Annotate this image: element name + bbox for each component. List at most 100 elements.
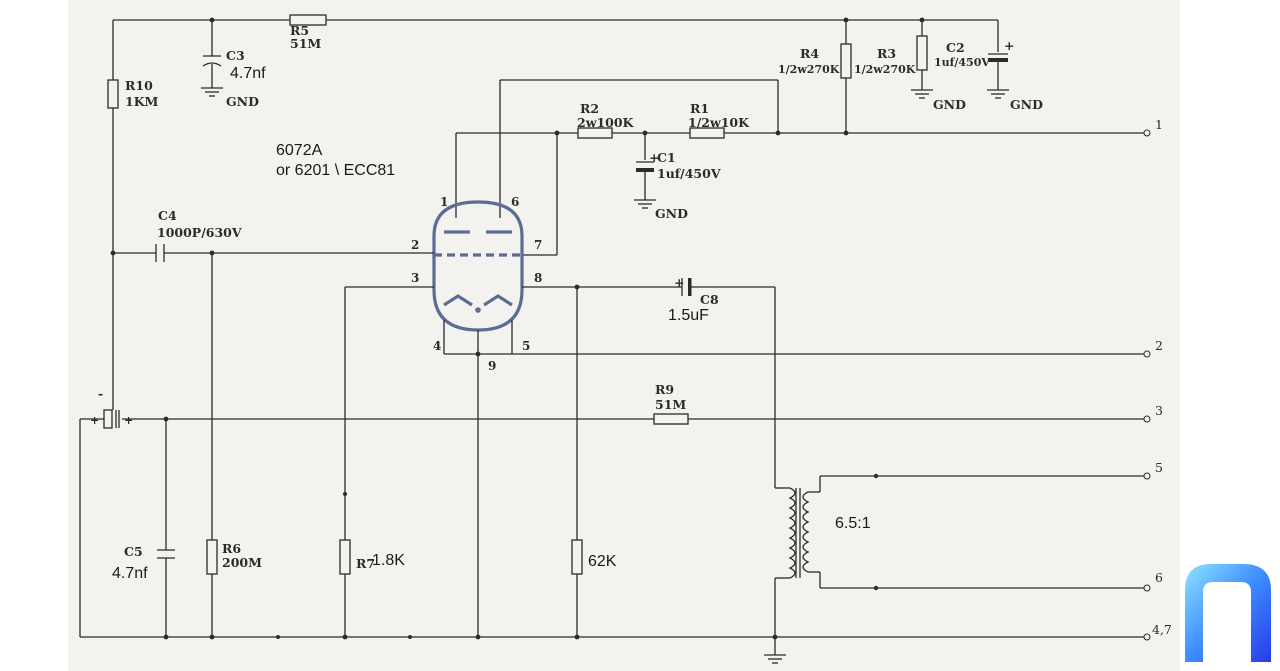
r9-value-label: 51M <box>655 397 686 412</box>
resistor-62k-symbol <box>571 539 583 575</box>
junction-dot <box>475 351 481 357</box>
r10-value-label: 1KM <box>125 94 159 109</box>
junction-dot <box>209 634 215 640</box>
tube-pin-7: 7 <box>534 238 542 252</box>
resistor-r5-symbol <box>289 14 327 26</box>
c3-value-label: 4.7nf <box>230 65 266 82</box>
tube-wiring <box>113 252 1144 637</box>
c1-plus-sign: + <box>649 150 659 165</box>
ground-symbol-r3 <box>911 89 933 99</box>
c2-ref-label: C2 <box>946 40 965 55</box>
vacuum-tube-symbol <box>432 200 524 332</box>
c1-ref-label: C1 <box>657 150 676 165</box>
gnd-label-c2: GND <box>1010 97 1043 112</box>
junction-dot <box>554 130 560 136</box>
tube-pin-6: 6 <box>511 195 519 209</box>
transformer-symbol <box>774 475 1144 655</box>
gnd-label-r3: GND <box>933 97 966 112</box>
junction-dot <box>276 635 280 639</box>
tube-pin-9: 9 <box>488 359 496 373</box>
resistor-r6-symbol <box>206 539 218 575</box>
ground-symbol-main <box>764 654 786 664</box>
c4-ref-label: C4 <box>158 208 177 223</box>
junction-dot <box>843 17 849 23</box>
terminal-6-label: 6 <box>1155 570 1163 585</box>
junction-dot <box>209 17 215 23</box>
resistor-r2-symbol <box>577 127 613 139</box>
cap-plus-left: + <box>90 414 99 427</box>
transformer-ratio-label: 6.5:1 <box>835 515 871 532</box>
c5-ref-label: C5 <box>124 544 143 559</box>
junction-dot <box>574 634 580 640</box>
junction-dot <box>475 634 481 640</box>
cap-minus-sign: - <box>98 386 103 401</box>
lower-signal-wires <box>79 418 1144 637</box>
resistor-r7-symbol <box>339 539 351 575</box>
tube-pin-3: 3 <box>411 271 419 285</box>
ground-symbol-c2 <box>987 89 1009 99</box>
plate1-supply-wires <box>455 132 1144 256</box>
r5-ref-label: R5 <box>290 23 309 38</box>
junction-dot <box>343 492 347 496</box>
capacitor-c2-symbol <box>988 53 1008 62</box>
terminal-2-node <box>1143 350 1151 358</box>
c5-value-label: 4.7nf <box>112 565 148 582</box>
plate2-wires <box>499 79 779 218</box>
r6-ref-label: R6 <box>222 541 241 556</box>
c2-value-label: 1uf/450V <box>934 56 990 69</box>
tube-pin-5: 5 <box>522 339 530 353</box>
tube-name-line2: or 6201 \ ECC81 <box>276 162 395 179</box>
junction-dot <box>775 130 781 136</box>
junction-dot <box>642 130 648 136</box>
c8-plus-sign: + <box>674 275 684 290</box>
terminal-3-label: 3 <box>1155 403 1163 418</box>
tube-pin-8: 8 <box>534 271 542 285</box>
r2-ref-label: R2 <box>580 101 599 116</box>
resistor-r1-symbol <box>689 127 725 139</box>
junction-dot <box>110 250 116 256</box>
junction-dot <box>574 284 580 290</box>
gnd-label-c1: GND <box>655 206 688 221</box>
top-rail-wires <box>112 19 999 410</box>
junction-dot <box>163 416 169 422</box>
r1-ref-label: R1 <box>690 101 709 116</box>
r2-value-label: 2w100K <box>577 115 635 130</box>
junction-dot <box>772 634 778 640</box>
tube-pin-1: 1 <box>440 195 448 209</box>
junction-dot <box>209 250 215 256</box>
c3-ref-label: C3 <box>226 48 245 63</box>
capacitor-c4-symbol <box>155 244 165 262</box>
capacitor-c8-symbol <box>681 278 692 296</box>
terminal-5-node <box>1143 472 1151 480</box>
c1-value-label: 1uf/450V <box>657 166 721 181</box>
cap-plus-right: + <box>124 414 133 427</box>
terminal-5-label: 5 <box>1155 460 1163 475</box>
r3-value-label: 1/2w270K <box>854 63 916 76</box>
r4-value-label: 1/2w270K <box>778 63 840 76</box>
ground-symbol-c1 <box>634 199 656 209</box>
junction-dot <box>163 634 169 640</box>
r-62k-value-label: 62K <box>588 553 617 570</box>
r3-ref-label: R3 <box>877 46 896 61</box>
resistor-r3-symbol <box>916 35 928 71</box>
junction-dot <box>873 473 879 479</box>
r1-value-label: 1/2w10K <box>688 115 750 130</box>
terminal-3-node <box>1143 415 1151 423</box>
terminal-1-label: 1 <box>1155 117 1163 132</box>
resistor-r9-symbol <box>653 413 689 425</box>
terminal-47-label: 4,7 <box>1152 622 1172 637</box>
c2-plus-sign: + <box>1004 38 1014 53</box>
r4-ref-label: R4 <box>800 46 819 61</box>
c4-value-label: 1000P/630V <box>157 225 242 240</box>
watermark-logo-icon <box>1185 564 1271 662</box>
scanned-paper-background <box>68 0 1180 671</box>
ground-symbol-c3 <box>201 87 223 97</box>
gnd-label-c3: GND <box>226 94 259 109</box>
r9-ref-label: R9 <box>655 382 674 397</box>
electrolytic-cap-symbol <box>103 409 120 429</box>
junction-dot <box>408 635 412 639</box>
capacitor-c5-symbol <box>157 549 175 559</box>
r5-value-label: 51M <box>290 36 321 51</box>
junction-dot <box>342 634 348 640</box>
